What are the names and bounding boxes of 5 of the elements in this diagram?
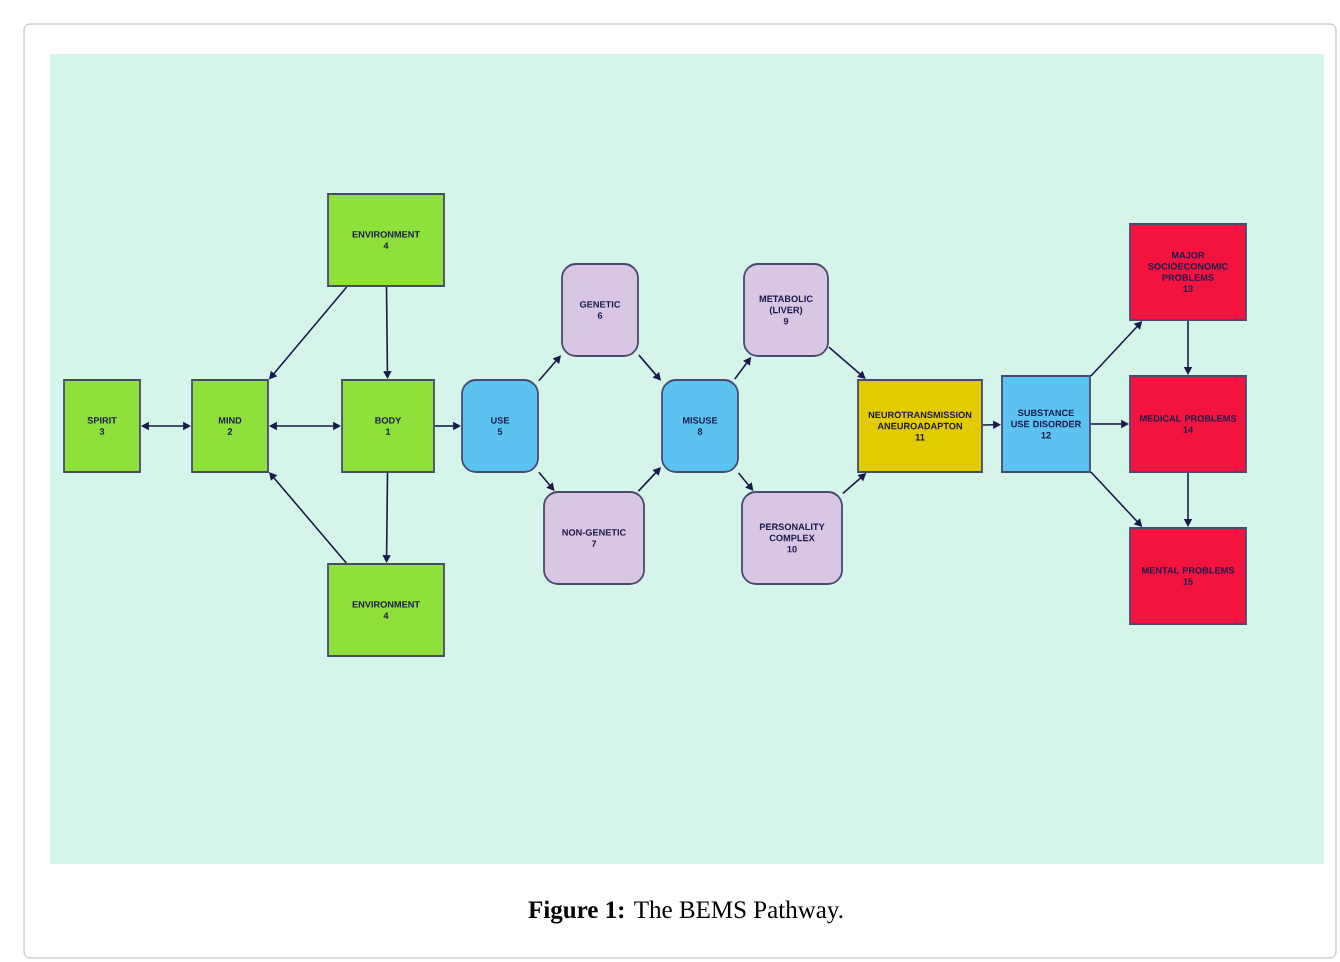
arrow (383, 286, 392, 379)
arrow (269, 421, 341, 431)
arrow (538, 471, 555, 491)
arrow (382, 472, 391, 563)
figure-caption: Figure 1: The BEMS Pathway. (528, 900, 843, 924)
